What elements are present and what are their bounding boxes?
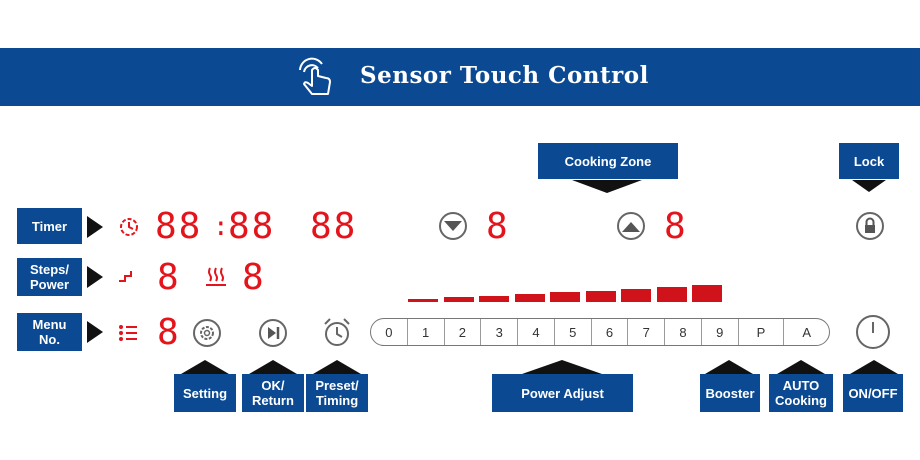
power-level-bar	[514, 293, 545, 302]
steps-power-arrow	[87, 266, 103, 288]
menu-no-arrow	[87, 321, 103, 343]
timer-minutes-display: 88	[228, 206, 276, 247]
steps-power-label: Steps/ Power	[17, 258, 82, 296]
booster-arrow	[705, 360, 753, 374]
power-display: 8	[242, 257, 266, 298]
timer-clock-icon	[120, 218, 138, 236]
lock-icon[interactable]	[855, 211, 885, 241]
steps-icon	[119, 271, 132, 282]
menu-list-icon	[119, 325, 137, 341]
power-level-5[interactable]: 5	[553, 319, 591, 345]
timer-label: Timer	[17, 208, 82, 244]
power-adjust-label: Power Adjust	[492, 374, 633, 412]
on-off-arrow	[850, 360, 898, 374]
setting-arrow	[181, 360, 229, 374]
auto-cooking-arrow	[777, 360, 825, 374]
menu-display: 8	[157, 312, 181, 353]
power-level-bar	[585, 290, 616, 302]
timer-arrow	[87, 216, 103, 238]
lock-arrow	[852, 180, 886, 192]
ok-return-label: OK/ Return	[242, 374, 304, 412]
power-level-A[interactable]: A	[783, 319, 829, 345]
timer-colon: :	[213, 212, 231, 242]
power-level-bar	[656, 287, 687, 302]
ok-return-arrow	[249, 360, 297, 374]
preset-timing-label: Preset/ Timing	[306, 374, 368, 412]
power-level-7[interactable]: 7	[627, 319, 664, 345]
heat-icon	[206, 267, 226, 286]
power-level-bar	[408, 299, 438, 302]
power-level-bar	[621, 288, 651, 302]
page-title: Sensor Touch Control	[360, 62, 649, 89]
power-level-bar	[443, 297, 474, 302]
header-banner	[0, 48, 920, 106]
power-level-3[interactable]: 3	[480, 319, 517, 345]
zone-front-display: 8	[486, 206, 510, 247]
play-pause-icon[interactable]	[258, 318, 288, 348]
lock-label: Lock	[839, 143, 899, 179]
power-level-1[interactable]: 1	[406, 319, 444, 345]
power-level-6[interactable]: 6	[590, 319, 628, 345]
gear-icon[interactable]	[192, 318, 222, 348]
power-level-4[interactable]: 4	[517, 319, 554, 345]
power-level-bar	[550, 292, 580, 302]
alarm-clock-icon[interactable]	[322, 316, 352, 348]
preset-timing-arrow	[313, 360, 361, 374]
timer-hours-display: 88	[155, 206, 203, 247]
power-level-bar	[692, 285, 722, 302]
power-level-0[interactable]: 0	[385, 324, 393, 340]
power-level-bar	[479, 295, 509, 302]
booster-label: Booster	[700, 374, 760, 412]
power-adjust-arrow	[522, 360, 602, 374]
zone-rear-icon[interactable]	[616, 211, 646, 241]
power-level-8[interactable]: 8	[664, 319, 701, 345]
zone-rear-display: 8	[664, 206, 688, 247]
power-level-2[interactable]: 2	[443, 319, 481, 345]
power-level-P[interactable]: P	[737, 319, 784, 345]
zone-front-icon[interactable]	[438, 211, 468, 241]
steps-display: 8	[157, 257, 181, 298]
touch-hand-icon	[299, 57, 331, 95]
power-icon[interactable]	[854, 313, 892, 351]
menu-no-label: Menu No.	[17, 313, 82, 351]
cooking-zone-arrow	[572, 180, 642, 193]
on-off-label: ON/OFF	[843, 374, 903, 412]
cooking-zone-label: Cooking Zone	[538, 143, 678, 179]
timer-seconds-display: 88	[310, 206, 358, 247]
power-level-9[interactable]: 9	[700, 319, 738, 345]
auto-cooking-label: AUTO Cooking	[769, 374, 833, 412]
setting-label: Setting	[174, 374, 236, 412]
